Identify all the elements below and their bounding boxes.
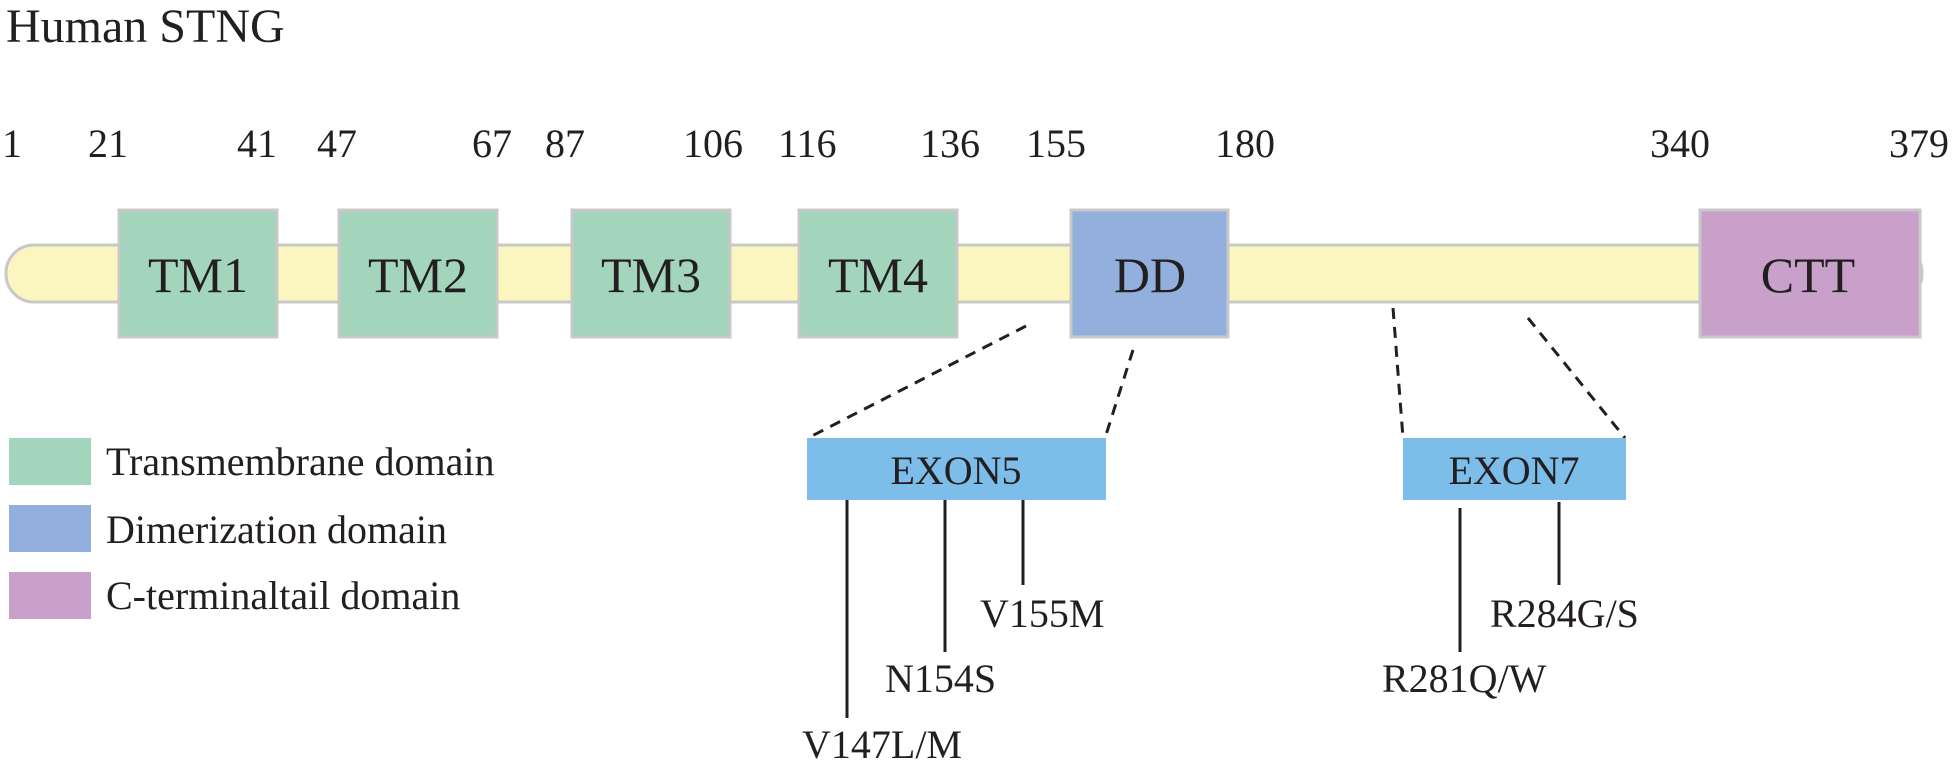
position-label: 106 (683, 121, 743, 166)
domain-dd: DD (1069, 208, 1230, 339)
exon5-zoom-line-right (1103, 349, 1135, 439)
legend-label: Dimerization domain (106, 507, 447, 552)
mutation-label: V147L/M (802, 722, 962, 767)
position-label: 116 (778, 121, 837, 166)
position-label: 180 (1215, 121, 1275, 166)
zoom-lines (807, 307, 1627, 440)
domain-label: TM1 (148, 247, 248, 303)
domain-label: DD (1114, 247, 1186, 303)
legend-item-transmembrane: Transmembrane domain (9, 438, 494, 485)
mutation-label: N154S (885, 656, 996, 701)
position-label: 136 (920, 121, 980, 166)
domain-label: CTT (1761, 247, 1855, 303)
position-label: 340 (1650, 121, 1710, 166)
legend-label: Transmembrane domain (106, 439, 494, 484)
domain-tm3: TM3 (570, 208, 732, 339)
diagram-title: Human STNG (6, 0, 285, 53)
domain-tm1-box (117, 208, 279, 339)
exon7-zoom-line-left (1391, 307, 1405, 439)
position-label: 47 (317, 121, 357, 166)
protein-backbone (4, 243, 1924, 304)
legend: Transmembrane domain Dimerization domain… (9, 438, 494, 619)
legend-item-c-terminal: C-terminaltail domain (9, 572, 460, 619)
legend-swatch (9, 572, 91, 619)
domain-tm2-box (337, 208, 499, 339)
domain-label: TM3 (601, 247, 701, 303)
position-label: 155 (1026, 121, 1086, 166)
exon5: EXON5 (807, 438, 1106, 500)
mutation-label: V155M (980, 591, 1104, 636)
domain-label: TM4 (828, 247, 928, 303)
domain-label: TM2 (368, 247, 468, 303)
position-label: 21 (88, 121, 128, 166)
domain-tm4-box (797, 208, 959, 339)
domain-ctt-box (1698, 208, 1922, 339)
mutation-label: R284G/S (1490, 591, 1639, 636)
exon7-zoom-line-right (1526, 317, 1627, 439)
exon7: EXON7 (1403, 438, 1626, 500)
position-label: 87 (545, 121, 585, 166)
exon7-box (1403, 438, 1626, 500)
domain-tm4: TM4 (797, 208, 959, 339)
position-labels: 1 21 41 47 67 87 106 116 136 155 180 340… (2, 121, 1949, 166)
domain-tm1: TM1 (117, 208, 279, 339)
exon-label: EXON7 (1448, 448, 1579, 493)
domain-dd-box (1069, 208, 1230, 339)
position-label: 379 (1889, 121, 1949, 166)
legend-item-dimerization: Dimerization domain (9, 505, 447, 552)
domain-tm3-box (570, 208, 732, 339)
legend-swatch (9, 438, 91, 485)
legend-swatch (9, 505, 91, 552)
domain-ctt: CTT (1698, 208, 1922, 339)
domain-tm2: TM2 (337, 208, 499, 339)
position-label: 41 (237, 121, 277, 166)
mutation-labels: V147L/M N154S V155M R281Q/W R284G/S (802, 591, 1639, 767)
mutation-label: R281Q/W (1382, 656, 1547, 701)
exon5-box (807, 438, 1106, 500)
exon5-zoom-line-left (807, 324, 1027, 440)
position-label: 1 (2, 121, 22, 166)
mutation-lines (845, 500, 1561, 718)
exon-label: EXON5 (890, 448, 1021, 493)
position-label: 67 (472, 121, 512, 166)
legend-label: C-terminaltail domain (106, 573, 460, 618)
